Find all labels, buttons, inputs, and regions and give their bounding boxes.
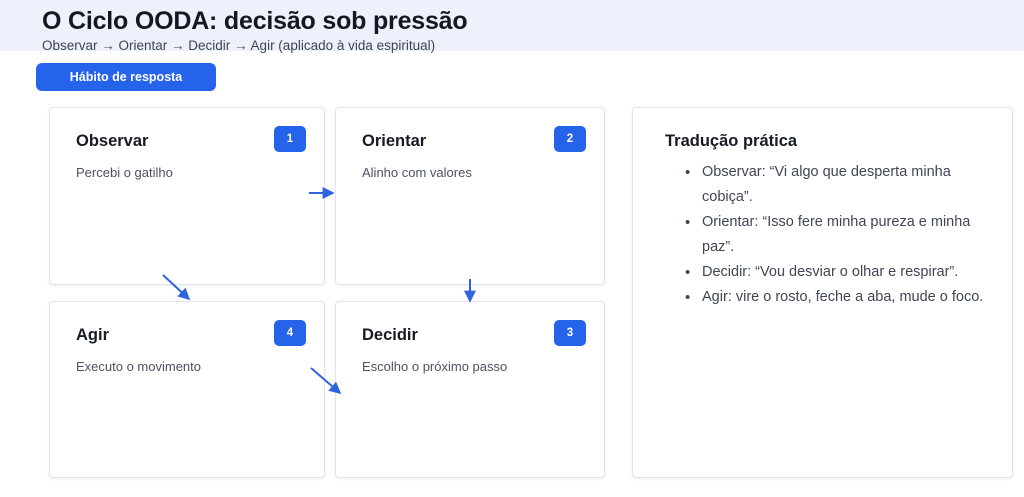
card-title: Decidir <box>362 326 418 344</box>
list-item: Agir: vire o rosto, feche a aba, mude o … <box>685 285 992 310</box>
card-title: Agir <box>76 326 109 344</box>
card-title: Observar <box>76 132 149 150</box>
card-orientar[interactable]: Orientar Alinho com valores 2 <box>335 107 605 285</box>
card-description: Alinho com valores <box>362 165 472 180</box>
list-item: Decidir: “Vou desviar o olhar e respirar… <box>685 260 992 285</box>
card-description: Escolho o próximo passo <box>362 359 508 374</box>
list-item: Orientar: “Isso fere minha pureza e minh… <box>685 210 992 260</box>
header-band: O Ciclo OODA: decisão sob pressão Observ… <box>0 0 1024 53</box>
card-decidir[interactable]: Decidir Escolho o próximo passo 3 <box>335 301 605 478</box>
practical-translation-panel: Tradução prática Observar: “Vi algo que … <box>632 107 1013 478</box>
page-subtitle: Observar → Orientar → Decidir → Agir (ap… <box>42 38 436 53</box>
panel-list: Observar: “Vi algo que desperta minha co… <box>665 160 992 310</box>
panel-title: Tradução prática <box>665 132 798 150</box>
card-observar[interactable]: Observar Percebi o gatilho 1 <box>49 107 325 285</box>
card-description: Percebi o gatilho <box>76 165 173 180</box>
page-title: O Ciclo OODA: decisão sob pressão <box>42 7 468 35</box>
list-item: Observar: “Vi algo que desperta minha co… <box>685 160 992 210</box>
card-title: Orientar <box>362 132 427 150</box>
step-badge-2: 2 <box>554 126 586 152</box>
card-agir[interactable]: Agir Executo o movimento 4 <box>49 301 325 478</box>
step-badge-3: 3 <box>554 320 586 346</box>
step-badge-1: 1 <box>274 126 306 152</box>
card-description: Executo o movimento <box>76 359 202 374</box>
habit-pill[interactable]: Hábito de resposta <box>36 63 216 91</box>
step-badge-4: 4 <box>274 320 306 346</box>
